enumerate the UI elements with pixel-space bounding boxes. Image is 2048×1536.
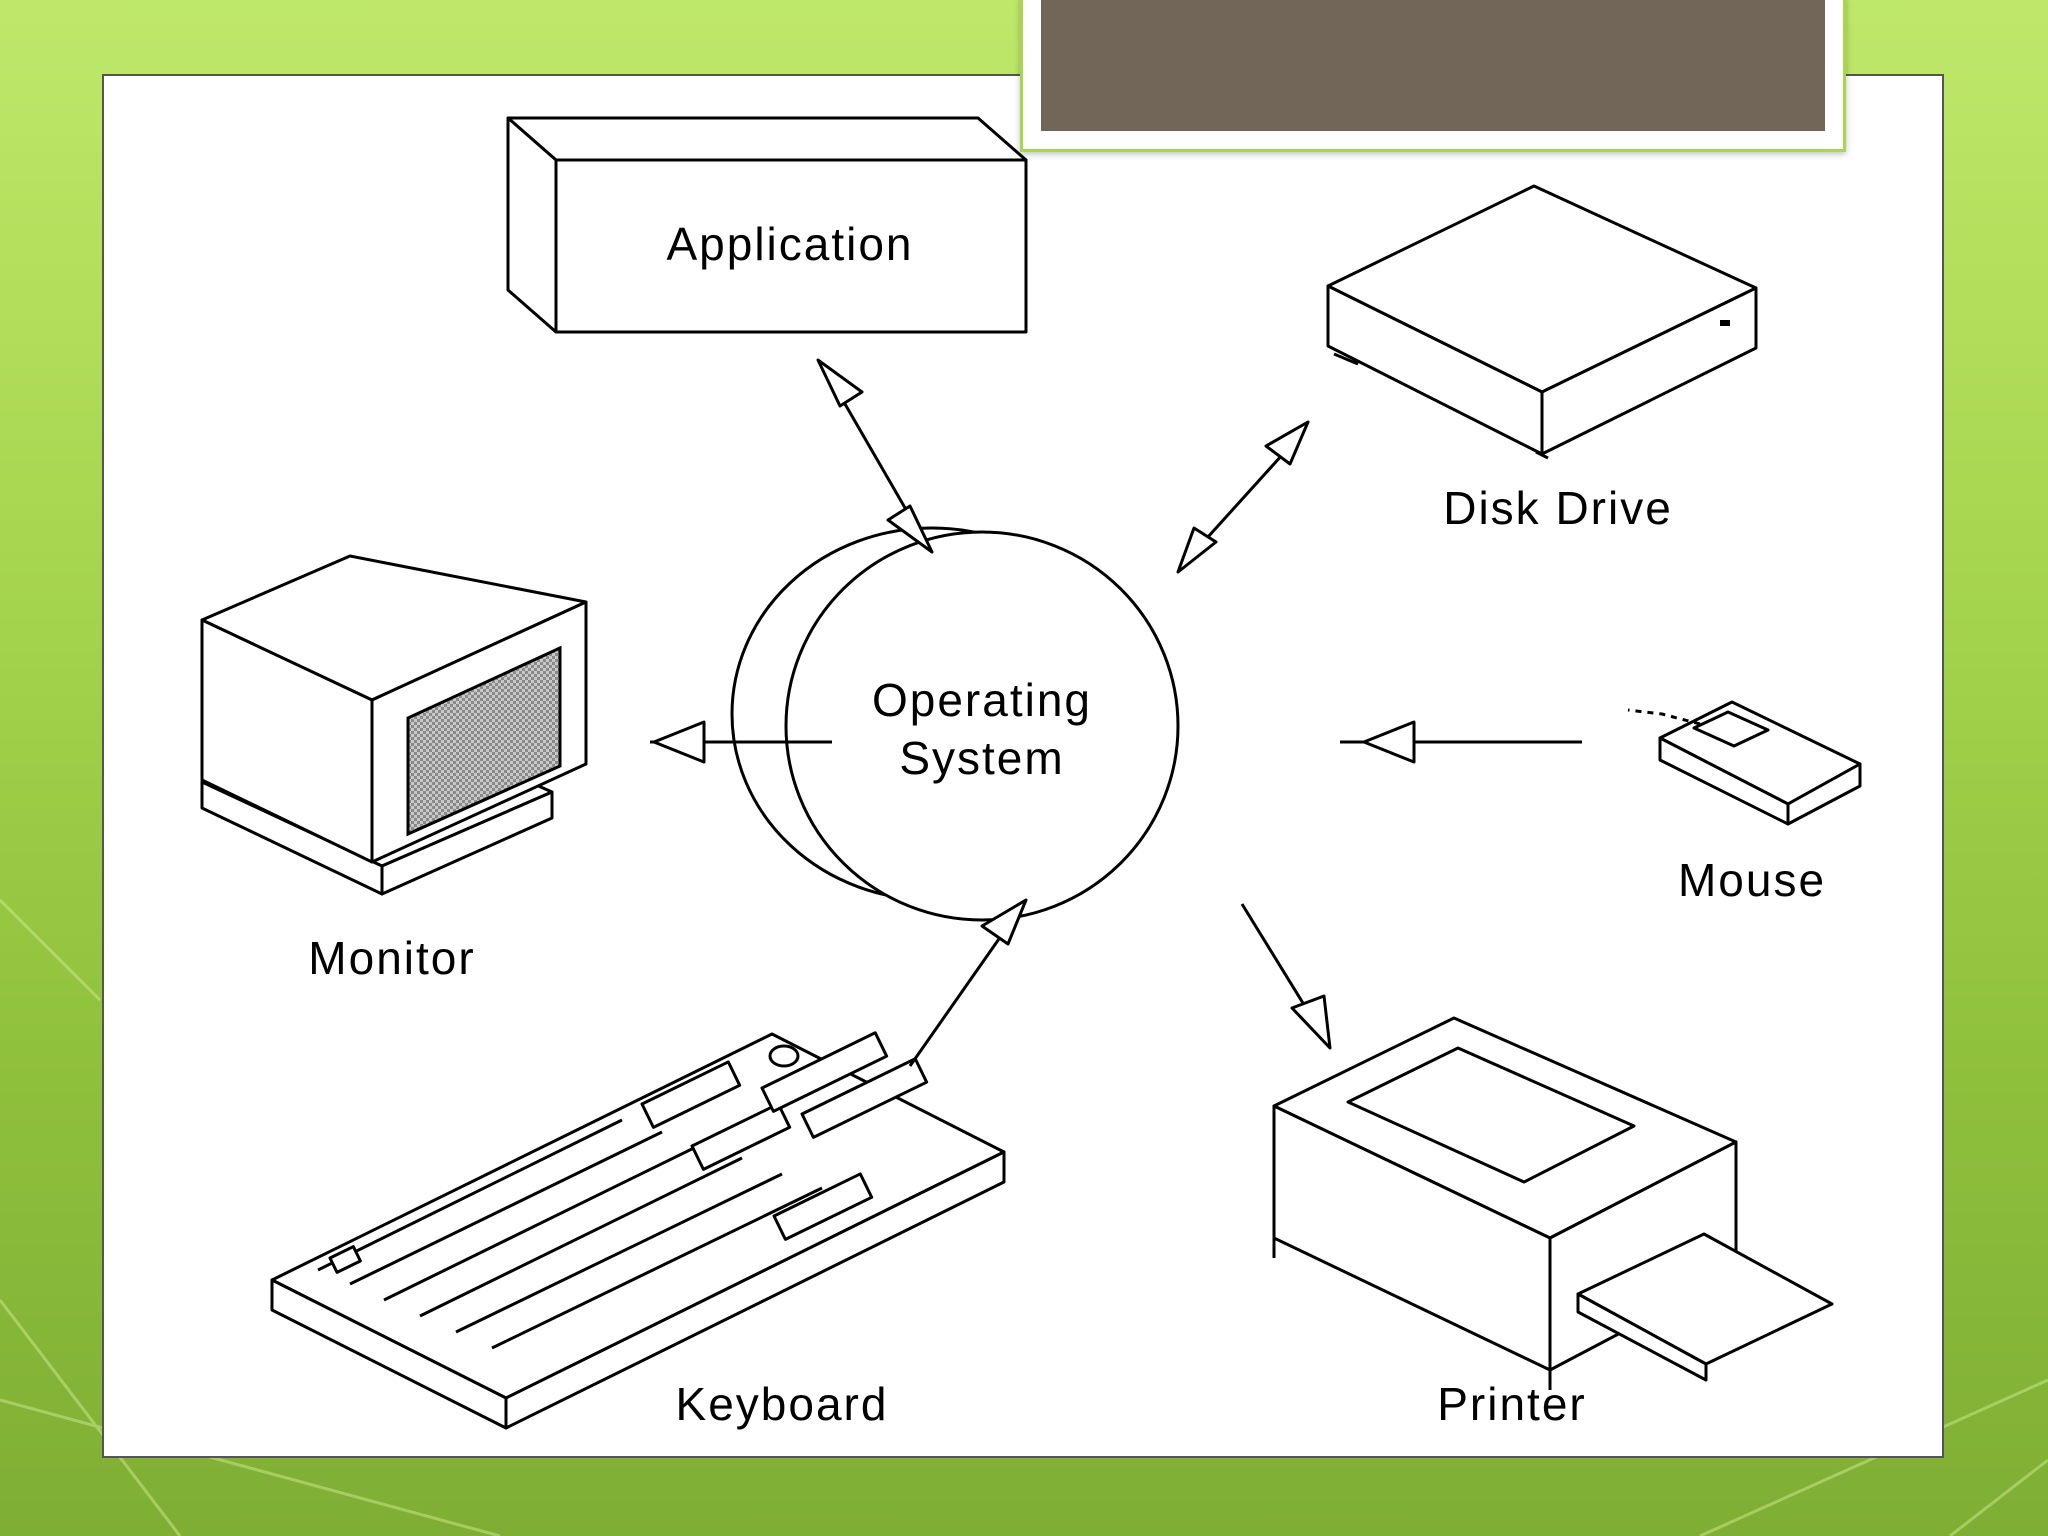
- arrow-os-printer: [1240, 903, 1332, 1050]
- os-label-line1: Operating: [872, 674, 1092, 726]
- mouse-node: Mouse: [1627, 700, 1862, 906]
- disk-drive-node: Disk Drive: [1326, 184, 1758, 534]
- keyboard-node: Keyboard: [270, 1031, 1006, 1430]
- monitor-node: Monitor: [200, 554, 588, 984]
- os-label-line2: System: [899, 732, 1064, 784]
- arrow-application-os: [816, 358, 934, 554]
- printer-label: Printer: [1437, 1378, 1586, 1430]
- printer-node: Printer: [1272, 1016, 1834, 1430]
- monitor-label: Monitor: [308, 932, 475, 984]
- application-node: Application: [506, 116, 1028, 334]
- mouse-label: Mouse: [1678, 854, 1826, 906]
- operating-system-node: Operating System: [730, 526, 1180, 922]
- keyboard-label: Keyboard: [676, 1378, 889, 1430]
- arrow-mouse-os: [1340, 720, 1582, 764]
- slide-title-fill: [1041, 0, 1825, 131]
- disk-drive-label: Disk Drive: [1443, 482, 1673, 534]
- slide-title-box: [1020, 0, 1846, 152]
- os-diagram: Application Disk Drive Monitor Mouse: [200, 116, 1862, 1430]
- application-label: Application: [666, 218, 913, 270]
- arrow-os-monitor: [650, 720, 832, 764]
- arrow-disk-os: [1176, 420, 1310, 574]
- arrow-keyboard-os: [908, 898, 1028, 1067]
